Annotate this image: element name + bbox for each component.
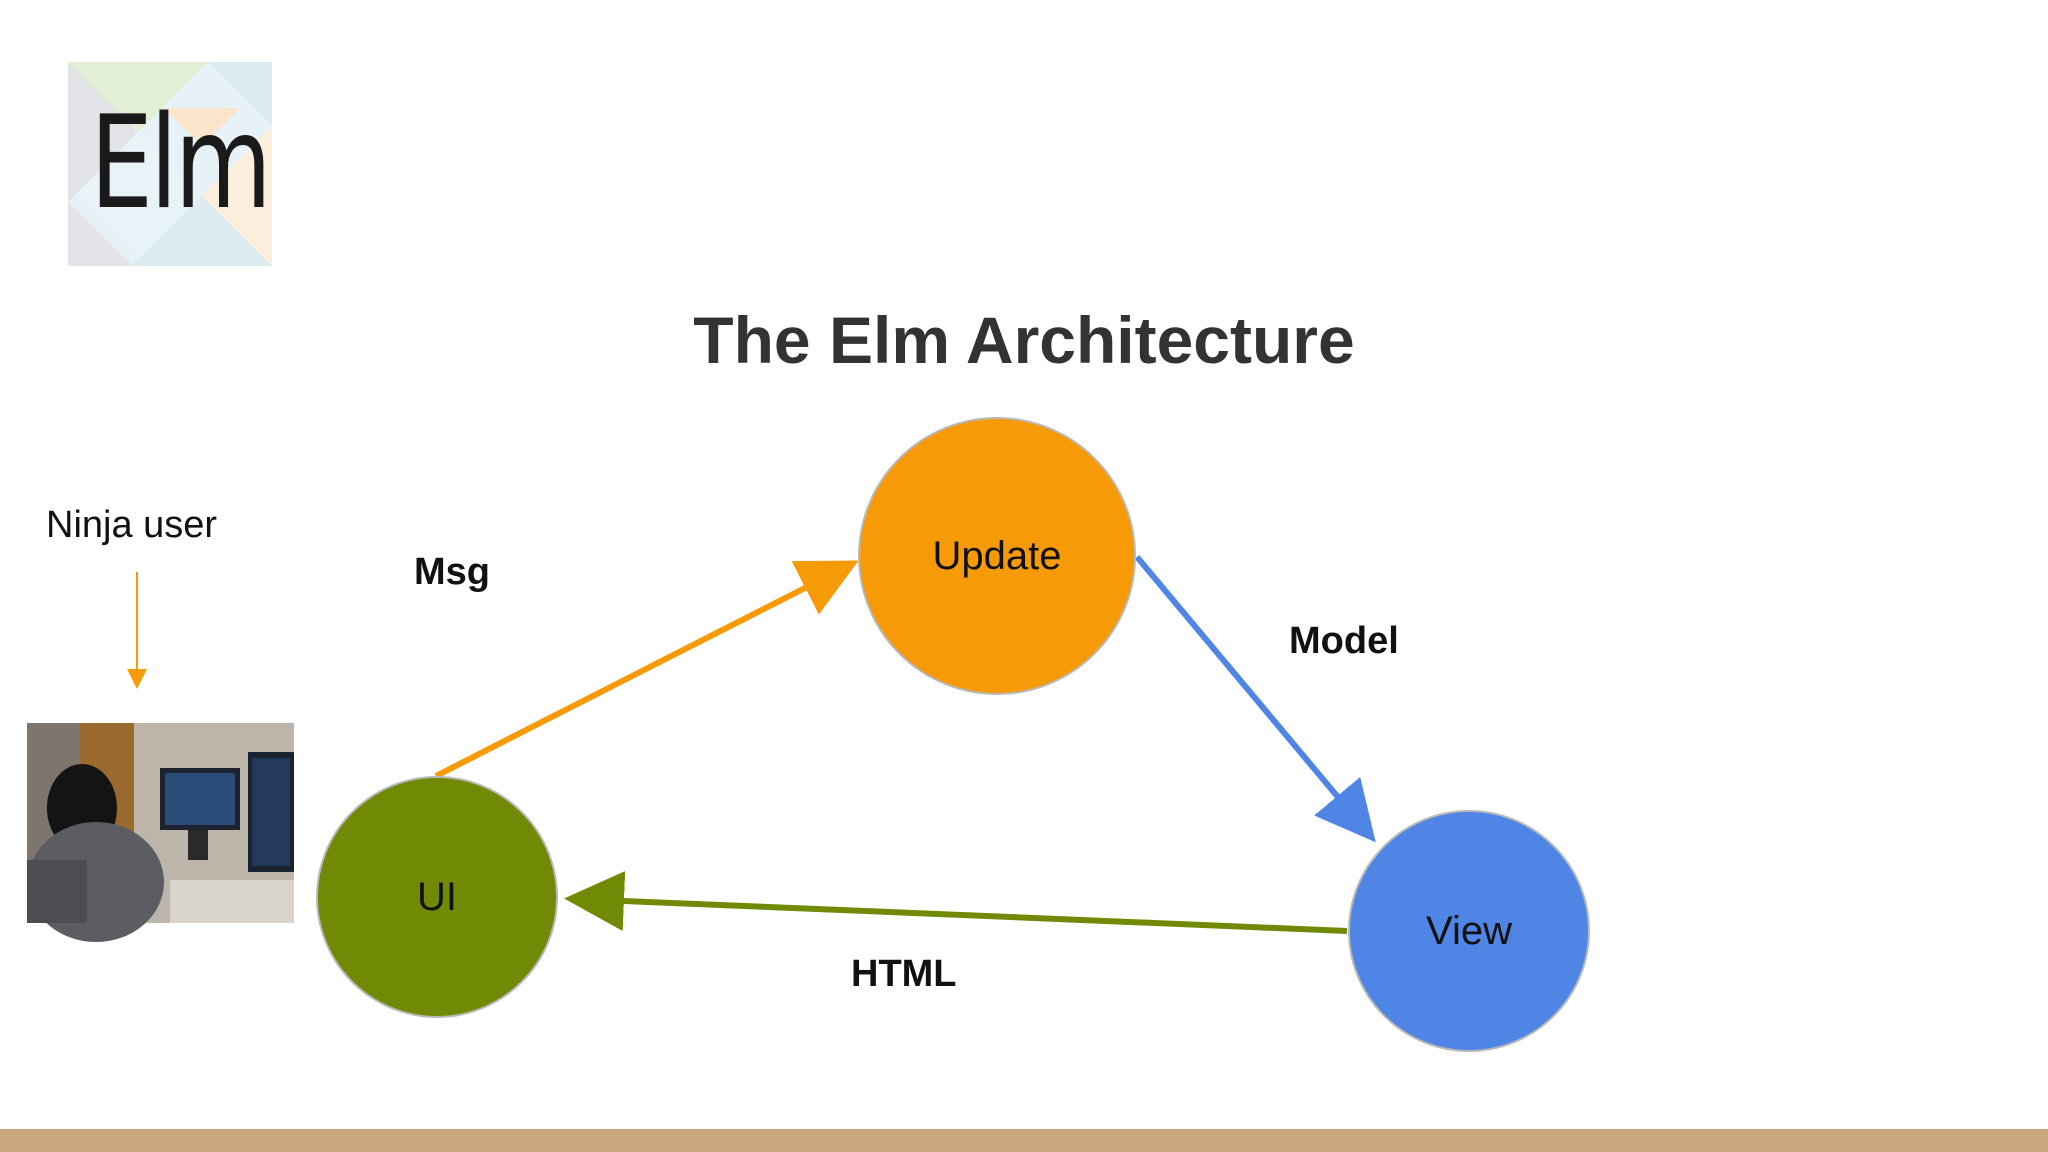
view-node — [1348, 810, 1590, 1052]
elm-logo-icon — [68, 62, 272, 266]
model-label: Model — [1289, 620, 1399, 662]
html-label: HTML — [851, 953, 957, 995]
html-edge — [564, 871, 1348, 934]
ui-node — [316, 776, 558, 1018]
ninja-user-photo — [27, 723, 294, 942]
view-label: View — [1426, 909, 1512, 953]
msg-edge — [434, 560, 859, 779]
logo-text: Elm — [90, 89, 272, 238]
ui-label: UI — [417, 875, 457, 919]
model-edge — [1134, 555, 1376, 843]
update-node — [858, 417, 1136, 695]
update-label: Update — [932, 534, 1062, 578]
page-title: The Elm Architecture — [693, 303, 1355, 377]
msg-label: Msg — [414, 551, 490, 593]
footer-bar — [0, 1129, 2048, 1152]
ninja-user-label: Ninja user — [46, 504, 218, 546]
